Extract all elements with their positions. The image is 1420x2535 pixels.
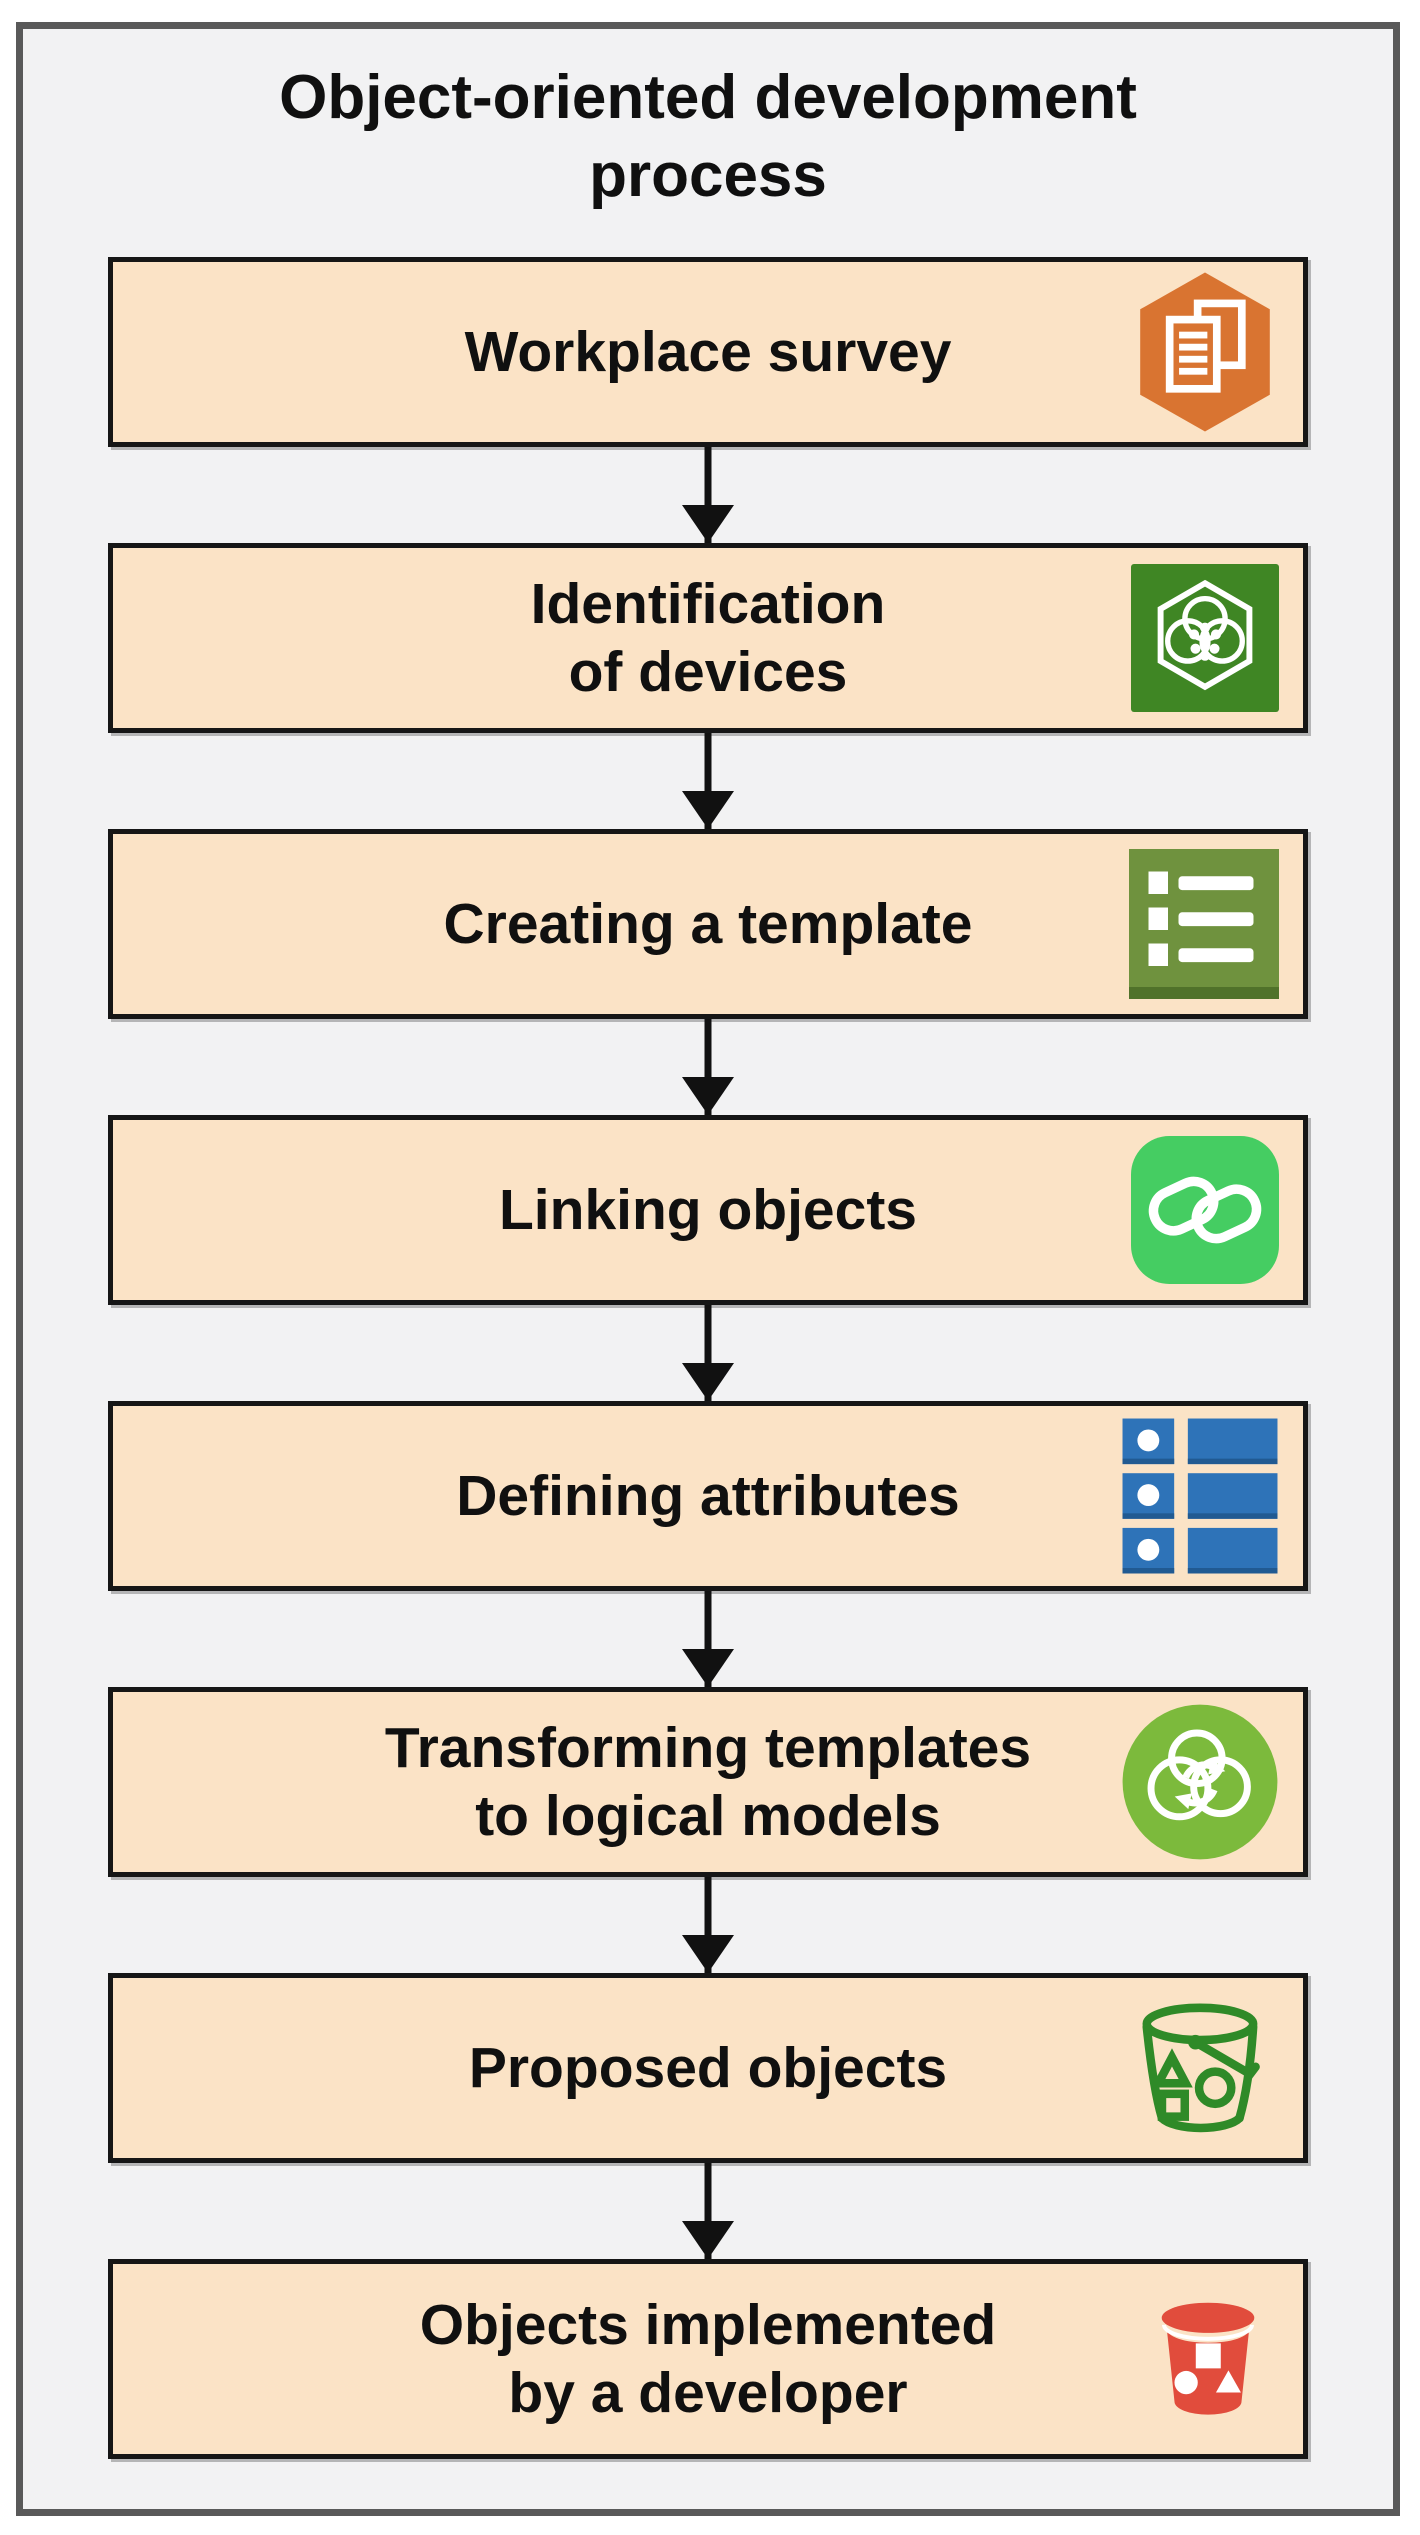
step-label: Identification of devices — [530, 571, 886, 705]
step-identification-of-devices: Identification of devices — [108, 543, 1308, 734]
flow-arrow — [23, 1591, 1393, 1687]
bucket-outline-icon — [1127, 1989, 1279, 2147]
step-label: Proposed objects — [468, 2036, 948, 2101]
flow-arrow — [23, 1877, 1393, 1973]
template-list-icon — [1129, 849, 1279, 1000]
attributes-grid-icon — [1121, 1417, 1279, 1575]
link-icon — [1131, 1136, 1279, 1285]
step-label: Workplace survey — [464, 320, 952, 385]
process-flow: Workplace survey Identification of devic… — [23, 257, 1393, 2460]
flow-arrow — [23, 2163, 1393, 2259]
flow-arrow — [23, 1019, 1393, 1115]
flow-arrow — [23, 447, 1393, 543]
device-cluster-icon — [1131, 564, 1279, 713]
step-objects-implemented: Objects implemented by a developer — [108, 2259, 1308, 2460]
step-label: Transforming templates to logical models — [384, 1715, 1032, 1849]
step-proposed-objects: Proposed objects — [108, 1973, 1308, 2164]
step-linking-objects: Linking objects — [108, 1115, 1308, 1306]
workplace-survey-icon — [1131, 271, 1279, 433]
step-label: Defining attributes — [456, 1464, 960, 1529]
diagram-frame: Object-oriented development process Work… — [16, 22, 1400, 2516]
step-label: Creating a template — [443, 892, 973, 957]
step-defining-attributes: Defining attributes — [108, 1401, 1308, 1592]
step-label: Linking objects — [498, 1178, 918, 1243]
flow-arrow — [23, 1305, 1393, 1401]
cloud-sync-icon — [1121, 1703, 1279, 1861]
step-label: Objects implemented by a developer — [419, 2292, 997, 2426]
diagram-title: Object-oriented development process — [279, 63, 1137, 211]
step-workplace-survey: Workplace survey — [108, 257, 1308, 448]
bucket-filled-icon — [1137, 2280, 1279, 2438]
step-transforming-templates: Transforming templates to logical models — [108, 1687, 1308, 1878]
step-creating-a-template: Creating a template — [108, 829, 1308, 1020]
flow-arrow — [23, 733, 1393, 829]
